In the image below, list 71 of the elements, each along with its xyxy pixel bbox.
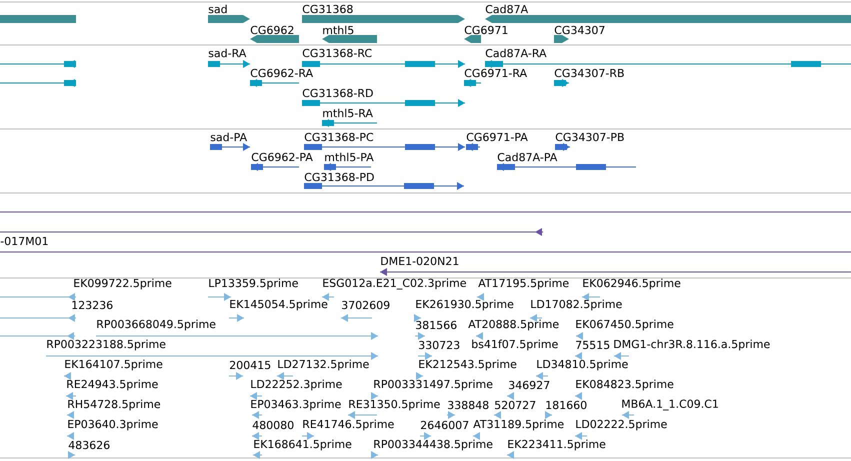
feature-label: EP03640.3prime xyxy=(68,420,158,430)
feature-label: CG34307-PB xyxy=(556,132,624,142)
feature-label: RP003344438.5prime xyxy=(374,440,492,450)
feature-label: 123236 xyxy=(72,300,112,310)
feature-label: sad xyxy=(208,4,227,14)
feature-label: EK145054.5prime xyxy=(230,300,328,310)
feature-label: 181660 xyxy=(546,400,586,410)
feature-label: CG6962-RA xyxy=(250,68,313,78)
feature-label: LP13359.5prime xyxy=(209,278,298,290)
feature-label: 2646007 xyxy=(421,420,468,430)
feature-label: AT31189.5prime xyxy=(473,420,564,430)
feature-label: CG6962 xyxy=(250,26,294,34)
feature-label: DME1-020N21 xyxy=(381,256,458,266)
feature-label: RP003331497.5prime xyxy=(374,380,492,390)
feature-label: mthl5-PA xyxy=(325,152,374,162)
feature-label: 483626 xyxy=(68,440,110,450)
feature-label: LD02222.5prime xyxy=(576,420,667,430)
feature-label: CG34307-RB xyxy=(554,68,624,78)
feature-label: Cad87A-RA xyxy=(486,48,546,58)
feature-label: CG31368 xyxy=(302,4,353,14)
feature-label: CG34307 xyxy=(554,26,604,34)
feature-label: CG6971-PA xyxy=(466,132,528,142)
feature-label: sad-RA xyxy=(208,48,246,58)
feature-label: EK084823.5prime xyxy=(576,380,674,390)
feature-label: CG6971-RA xyxy=(464,68,527,78)
feature-label: RE24943.5prime xyxy=(67,380,158,390)
feature-label: CG31368-RD xyxy=(302,88,373,98)
feature-label: 338848 xyxy=(448,400,488,410)
feature-label: EK164107.5prime xyxy=(65,360,162,370)
feature-label: EK099722.5prime xyxy=(74,278,172,290)
feature-label: 346927 xyxy=(509,380,550,390)
feature-label: RH54728.5prime xyxy=(68,400,160,410)
feature-label: 330723 xyxy=(419,340,460,350)
feature-label: CG6971 xyxy=(464,26,508,34)
feature-label: ESG012a.E21_C02.3prime xyxy=(323,278,466,290)
feature-label: RE41746.5prime xyxy=(303,420,394,430)
feature-label: EK168641.5prime xyxy=(254,440,352,450)
feature-label: EK062946.5prime xyxy=(583,278,680,290)
feature-label: mthl5-RA xyxy=(323,108,373,118)
feature-label: EK261930.5prime xyxy=(416,300,514,310)
feature-label: LD27132.5prime xyxy=(278,360,369,370)
feature-label: CG6962-PA xyxy=(252,152,313,162)
feature-label: 3702609 xyxy=(342,300,390,310)
feature-label: LD34810.5prime xyxy=(537,360,628,370)
feature-label: EK067450.5prime xyxy=(576,320,674,330)
feature-label: Cad87A-PA xyxy=(498,152,558,162)
feature-label: -017M01 xyxy=(0,236,48,246)
feature-label: LD17082.5prime xyxy=(531,300,622,310)
feature-label: LD22252.3prime xyxy=(251,380,342,390)
feature-label: 200415 xyxy=(230,360,270,370)
feature-label: AT20888.5prime xyxy=(468,320,559,330)
feature-label: CG31368-PD xyxy=(304,172,374,182)
feature-label: Cad87A xyxy=(486,4,528,14)
feature-label: CG31368-PC xyxy=(304,132,374,142)
feature-label: EK212543.5prime xyxy=(419,360,516,370)
feature-label: 381566 xyxy=(416,320,456,330)
feature-label: mthl5 xyxy=(323,26,354,34)
feature-label: EK223411.5prime xyxy=(508,440,606,450)
feature-label: MB6A.1_1.C09.C1 xyxy=(622,400,718,410)
feature-label: AT17195.5prime xyxy=(478,278,569,290)
feature-label: RP003668049.5prime xyxy=(97,320,216,330)
feature-label: sad-PA xyxy=(210,132,247,142)
feature-label: RE31350.5prime xyxy=(349,400,440,410)
feature-label: 480080 xyxy=(252,420,294,430)
feature-label: 75515 xyxy=(576,340,610,350)
feature-label: DMG1-chr3R.8.116.a.5prime xyxy=(614,340,770,350)
feature-label: RP003223188.5prime xyxy=(47,340,166,350)
feature-label: 520727 xyxy=(495,400,536,410)
feature-label: bs41f07.5prime xyxy=(472,340,558,350)
feature-label: CG31368-RC xyxy=(302,48,372,58)
feature-label: EP03463.3prime xyxy=(251,400,341,410)
